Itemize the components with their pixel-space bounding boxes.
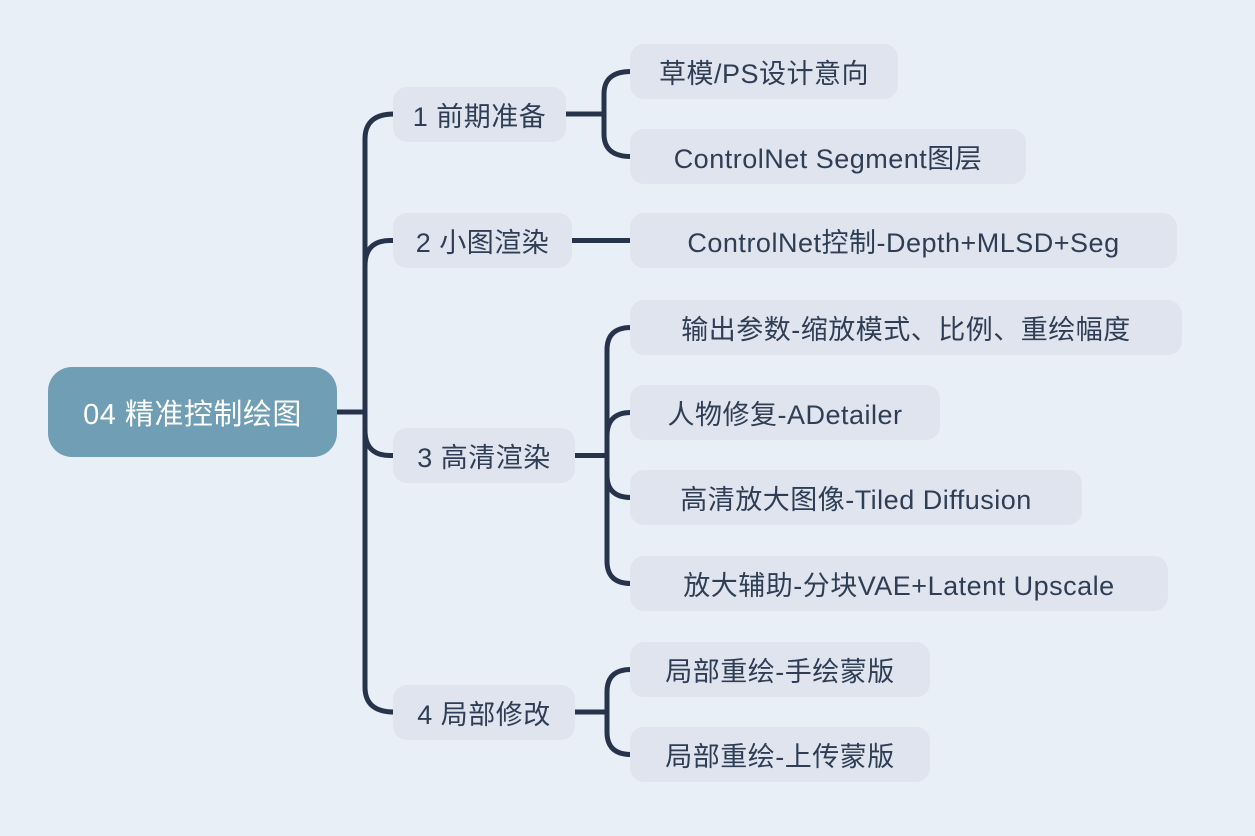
connector-branch-3	[362, 427, 397, 458]
connector-branch-3-child-2	[604, 410, 634, 439]
child-node-adetailer[interactable]: 人物修复-ADetailer	[630, 385, 940, 440]
child-node-controlnet-segment-layer[interactable]: ControlNet Segment图层	[630, 129, 1026, 184]
connector-branch-3-child-3	[604, 472, 634, 500]
branch-node-local-edit[interactable]: 4 局部修改	[393, 685, 575, 740]
connector-branch-1-children	[601, 69, 634, 159]
child-node-draft-ps-intent[interactable]: 草模/PS设计意向	[630, 44, 898, 99]
branch-node-small-render[interactable]: 2 小图渲染	[393, 213, 572, 268]
child-node-tiled-vae-latent-upscale[interactable]: 放大辅助-分块VAE+Latent Upscale	[630, 556, 1168, 611]
branch-node-preparation[interactable]: 1 前期准备	[393, 87, 566, 142]
child-node-output-params[interactable]: 输出参数-缩放模式、比例、重绘幅度	[630, 300, 1182, 355]
connector-branch-4-children	[604, 667, 634, 757]
branch-node-hd-render[interactable]: 3 高清渲染	[393, 428, 575, 483]
child-node-controlnet-depth-mlsd-seg[interactable]: ControlNet控制-Depth+MLSD+Seg	[630, 213, 1177, 268]
connector-branch-3-children	[604, 325, 634, 586]
connector-branch-2	[362, 238, 397, 269]
child-node-tiled-diffusion[interactable]: 高清放大图像-Tiled Diffusion	[630, 470, 1082, 525]
child-node-inpaint-upload-mask[interactable]: 局部重绘-上传蒙版	[630, 727, 930, 782]
root-node[interactable]: 04 精准控制绘图	[48, 367, 337, 457]
child-node-inpaint-drawn-mask[interactable]: 局部重绘-手绘蒙版	[630, 642, 930, 697]
connector-main-spine	[362, 111, 397, 715]
